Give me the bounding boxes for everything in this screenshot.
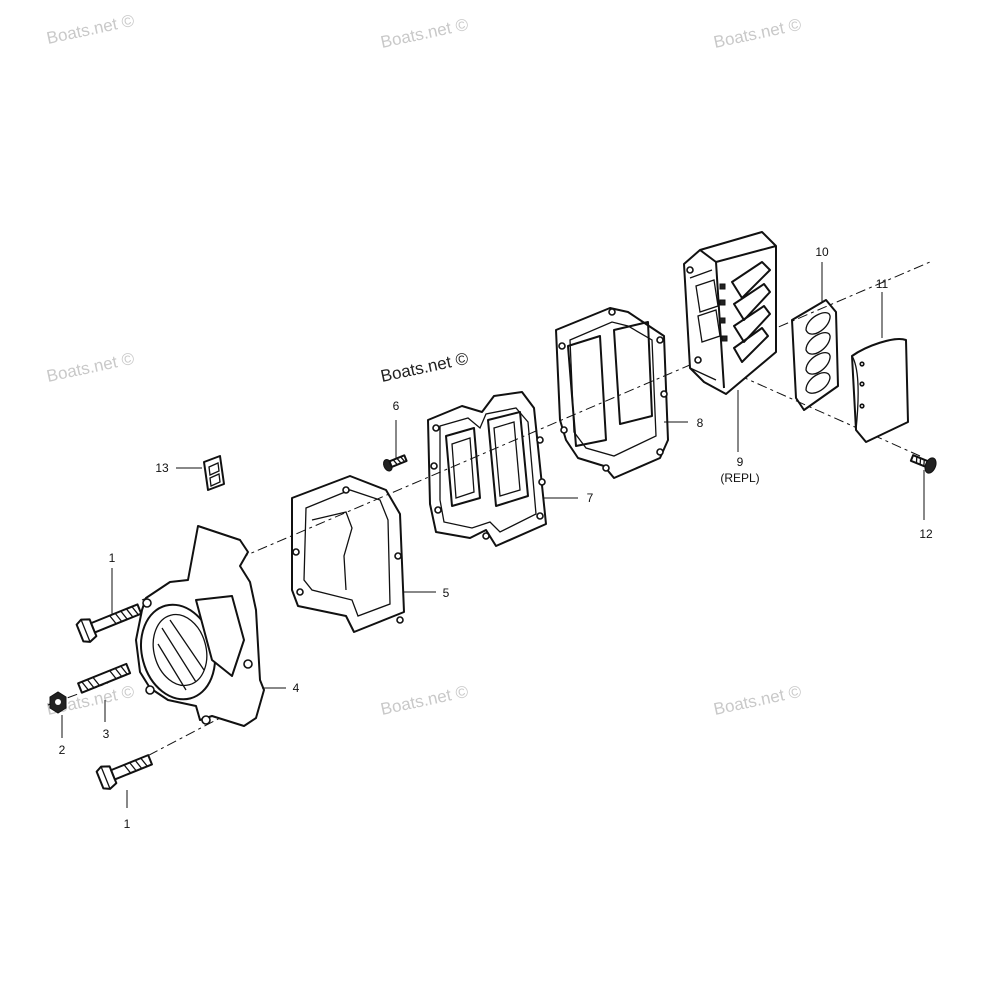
centerline: [699, 357, 921, 457]
watermark: Boats.net ©: [379, 349, 471, 386]
callout-10: 10: [815, 245, 829, 259]
callout-9: 9: [737, 455, 744, 469]
screw-icon: [909, 454, 937, 474]
callout-1-bottom: 1: [124, 817, 131, 831]
bolt-icon: [95, 754, 153, 790]
gasket-icon: [555, 307, 669, 479]
bolt-icon: [75, 603, 143, 643]
callout-1-top: 1: [109, 551, 116, 565]
callout-6: 6: [393, 399, 400, 413]
callout-11: 11: [876, 277, 889, 291]
reed-stop-icon: [851, 338, 909, 443]
leader-lines: [61, 262, 925, 808]
callout-9-note: (REPL): [720, 471, 759, 485]
watermark: Boats.net ©: [379, 15, 471, 52]
reed-block-icon: [683, 231, 777, 395]
intake-adapter-icon: [135, 525, 265, 727]
stud-icon: [77, 662, 132, 694]
gasket-icon: [291, 475, 405, 633]
screw-icon: [383, 454, 408, 472]
clip-icon: [203, 455, 225, 491]
watermark: Boats.net ©: [379, 682, 471, 719]
callout-labels: 1 2 3 1 4 5 6 7 8 9 (REPL) 10 11 12 13: [59, 245, 933, 831]
reed-plate-gasket-icon: [427, 391, 547, 547]
callout-7: 7: [587, 491, 594, 505]
reed-petal-icon: [791, 299, 839, 411]
watermark: Boats.net ©: [45, 11, 137, 48]
watermark: Boats.net ©: [45, 349, 137, 386]
watermark: Boats.net ©: [712, 15, 804, 52]
callout-13: 13: [155, 461, 169, 475]
callout-3: 3: [103, 727, 110, 741]
callout-12: 12: [919, 527, 933, 541]
watermark: Boats.net ©: [712, 682, 804, 719]
callout-8: 8: [697, 416, 704, 430]
callout-2: 2: [59, 743, 66, 757]
callout-4: 4: [293, 681, 300, 695]
callout-5: 5: [443, 586, 450, 600]
nut-icon: [49, 691, 67, 714]
